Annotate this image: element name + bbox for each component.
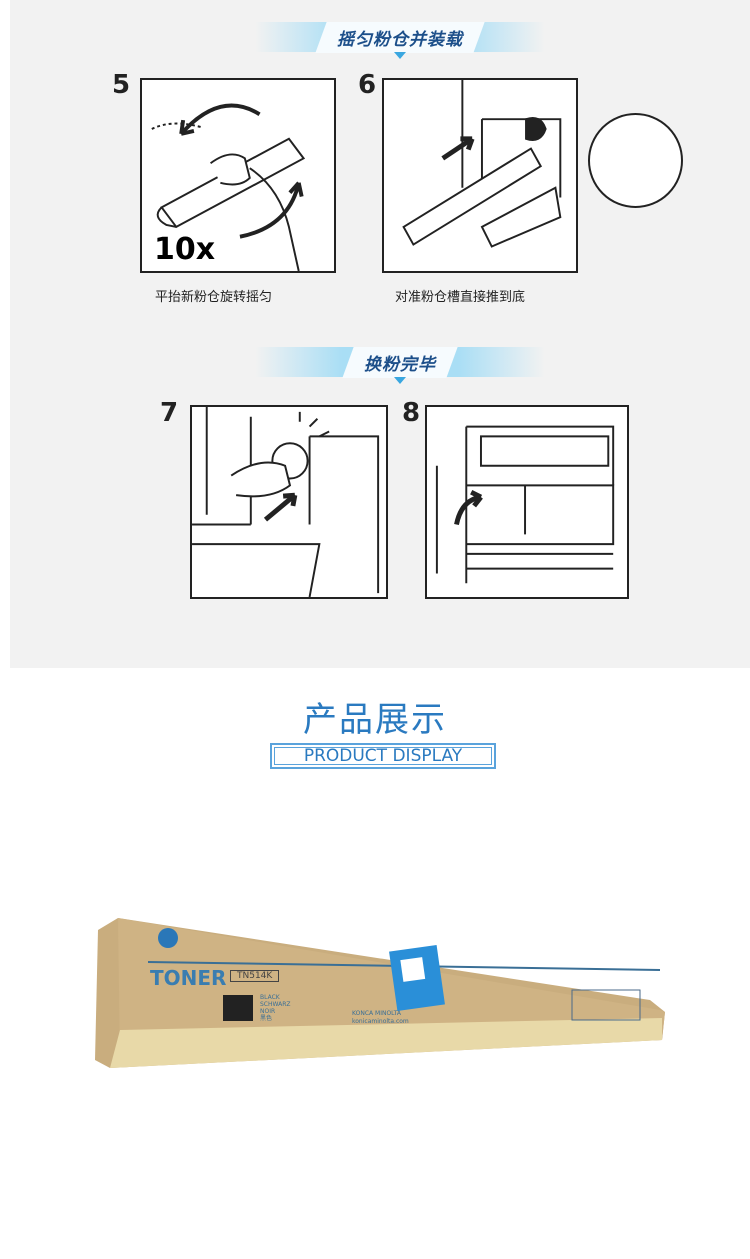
banner-title: 换粉完毕 xyxy=(364,354,436,375)
step-caption: 对准粉仓槽直接推到底 xyxy=(395,290,526,305)
color-label: NOIR xyxy=(260,1008,276,1015)
step-caption: 平抬新粉仓旋转摇匀 xyxy=(155,290,273,305)
step-number: 5 xyxy=(112,70,131,100)
banner-title: 摇匀粉仓并装载 xyxy=(337,29,463,50)
product-display-subtitle: PRODUCT DISPLAY xyxy=(270,743,496,769)
step-number: 8 xyxy=(402,398,421,428)
triangle-icon xyxy=(394,52,406,59)
shake-count-label: 10x xyxy=(154,232,216,267)
box-brand-text: TONER xyxy=(150,966,227,990)
toner-box-photo: TONER TN514K BLACK SCHWARZ NOIR 黑色 KONCA… xyxy=(90,900,670,1080)
triangle-icon xyxy=(394,377,406,384)
step-7-illustration xyxy=(190,405,388,599)
step-8-illustration xyxy=(425,405,629,599)
box-maker: KONCA MINOLTA xyxy=(352,1010,401,1017)
zoom-detail-circle xyxy=(588,113,683,208)
section-banner-done: 换粉完毕 xyxy=(255,346,545,384)
section-banner-load: 摇匀粉仓并装载 xyxy=(255,21,545,59)
step-6-illustration xyxy=(382,78,683,273)
color-label: BLACK xyxy=(260,994,280,1001)
box-colors: BLACK SCHWARZ NOIR 黑色 xyxy=(260,994,291,1022)
color-label: 黑色 xyxy=(260,1015,273,1022)
step-number: 6 xyxy=(358,70,377,100)
box-model: TN514K xyxy=(230,970,280,982)
color-label: SCHWARZ xyxy=(260,1001,291,1008)
box-site: konicaminolta.com xyxy=(352,1018,409,1025)
step-5-illustration: 10x xyxy=(140,78,336,273)
step-number: 7 xyxy=(160,398,179,428)
product-display-title: 产品展示 xyxy=(303,700,447,740)
